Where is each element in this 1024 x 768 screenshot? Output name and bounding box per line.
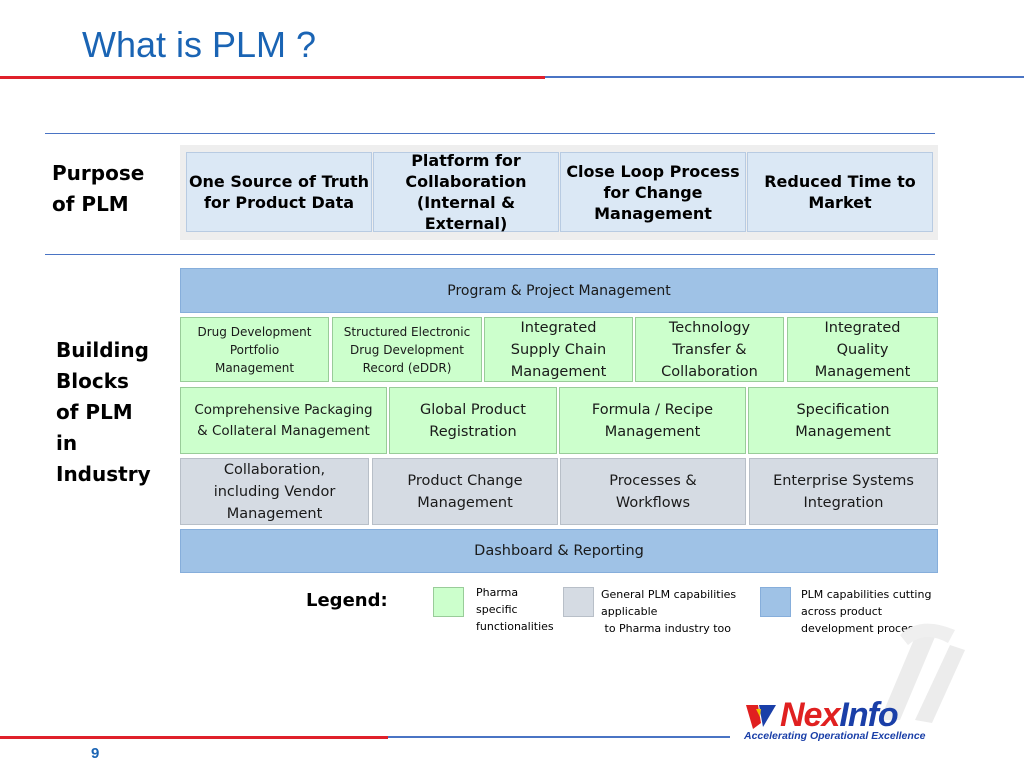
legend-swatch-general (563, 587, 594, 617)
specification-management-block: Specification Management (748, 387, 938, 454)
program-project-management-block: Program & Project Management (180, 268, 938, 313)
legend-text-general: General PLM capabilities applicable to P… (601, 588, 737, 635)
footer-divider-red (0, 736, 388, 739)
footer-divider-blue (388, 736, 730, 738)
purpose-item-source-of-truth: One Source of Truth for Product Data (186, 152, 372, 232)
nexinfo-logo-wordmark: NexInfo (780, 696, 899, 734)
purpose-item-closed-loop: Close Loop Process for Change Management (560, 152, 746, 232)
purpose-item-time-to-market: Reduced Time to Market (747, 152, 933, 232)
product-change-management-block: Product Change Management (372, 458, 558, 525)
building-blocks-label: Building Blocks of PLM in Industry (56, 338, 151, 486)
dashboard-reporting-block: Dashboard & Reporting (180, 529, 938, 573)
legend-swatch-pharma (433, 587, 464, 617)
integrated-supply-chain-block: Integrated Supply Chain Management (484, 317, 633, 382)
legend-text-cross: PLM capabilities cutting across product … (801, 588, 932, 635)
nexinfo-tagline: Accelerating Operational Excellence (744, 730, 926, 742)
formula-recipe-block: Formula / Recipe Management (559, 387, 746, 454)
integrated-quality-block: Integrated Quality Management (787, 317, 938, 382)
page-number: 9 (91, 745, 100, 762)
legend-text-pharma: Pharma specific functionalities (476, 586, 554, 633)
header-divider-blue (545, 76, 1024, 78)
slide-title: What is PLM ? (82, 24, 317, 65)
enterprise-systems-integration-block: Enterprise Systems Integration (749, 458, 938, 525)
nexinfo-logo-mark-icon (746, 705, 776, 729)
vendor-collaboration-block: Collaboration, including Vendor Manageme… (180, 458, 369, 525)
purpose-item-collaboration: Platform for Collaboration (Internal & E… (373, 151, 559, 233)
legend-swatch-cross (760, 587, 791, 617)
technology-transfer-block: Technology Transfer & Collaboration (635, 317, 784, 382)
edr-block: Structured Electronic Drug Development R… (332, 317, 482, 382)
watermark-graphic-icon (880, 623, 965, 723)
purpose-label: Purpose of PLM (52, 161, 145, 216)
legend-title: Legend: (306, 590, 388, 611)
processes-workflows-block: Processes & Workflows (560, 458, 746, 525)
purpose-top-rule (45, 133, 935, 134)
global-product-registration-block: Global Product Registration (389, 387, 557, 454)
packaging-collateral-block: Comprehensive Packaging & Collateral Man… (180, 387, 387, 454)
header-divider-red (0, 76, 545, 79)
drug-development-portfolio-block: Drug Development Portfolio Management (180, 317, 329, 382)
purpose-bottom-rule (45, 254, 935, 255)
